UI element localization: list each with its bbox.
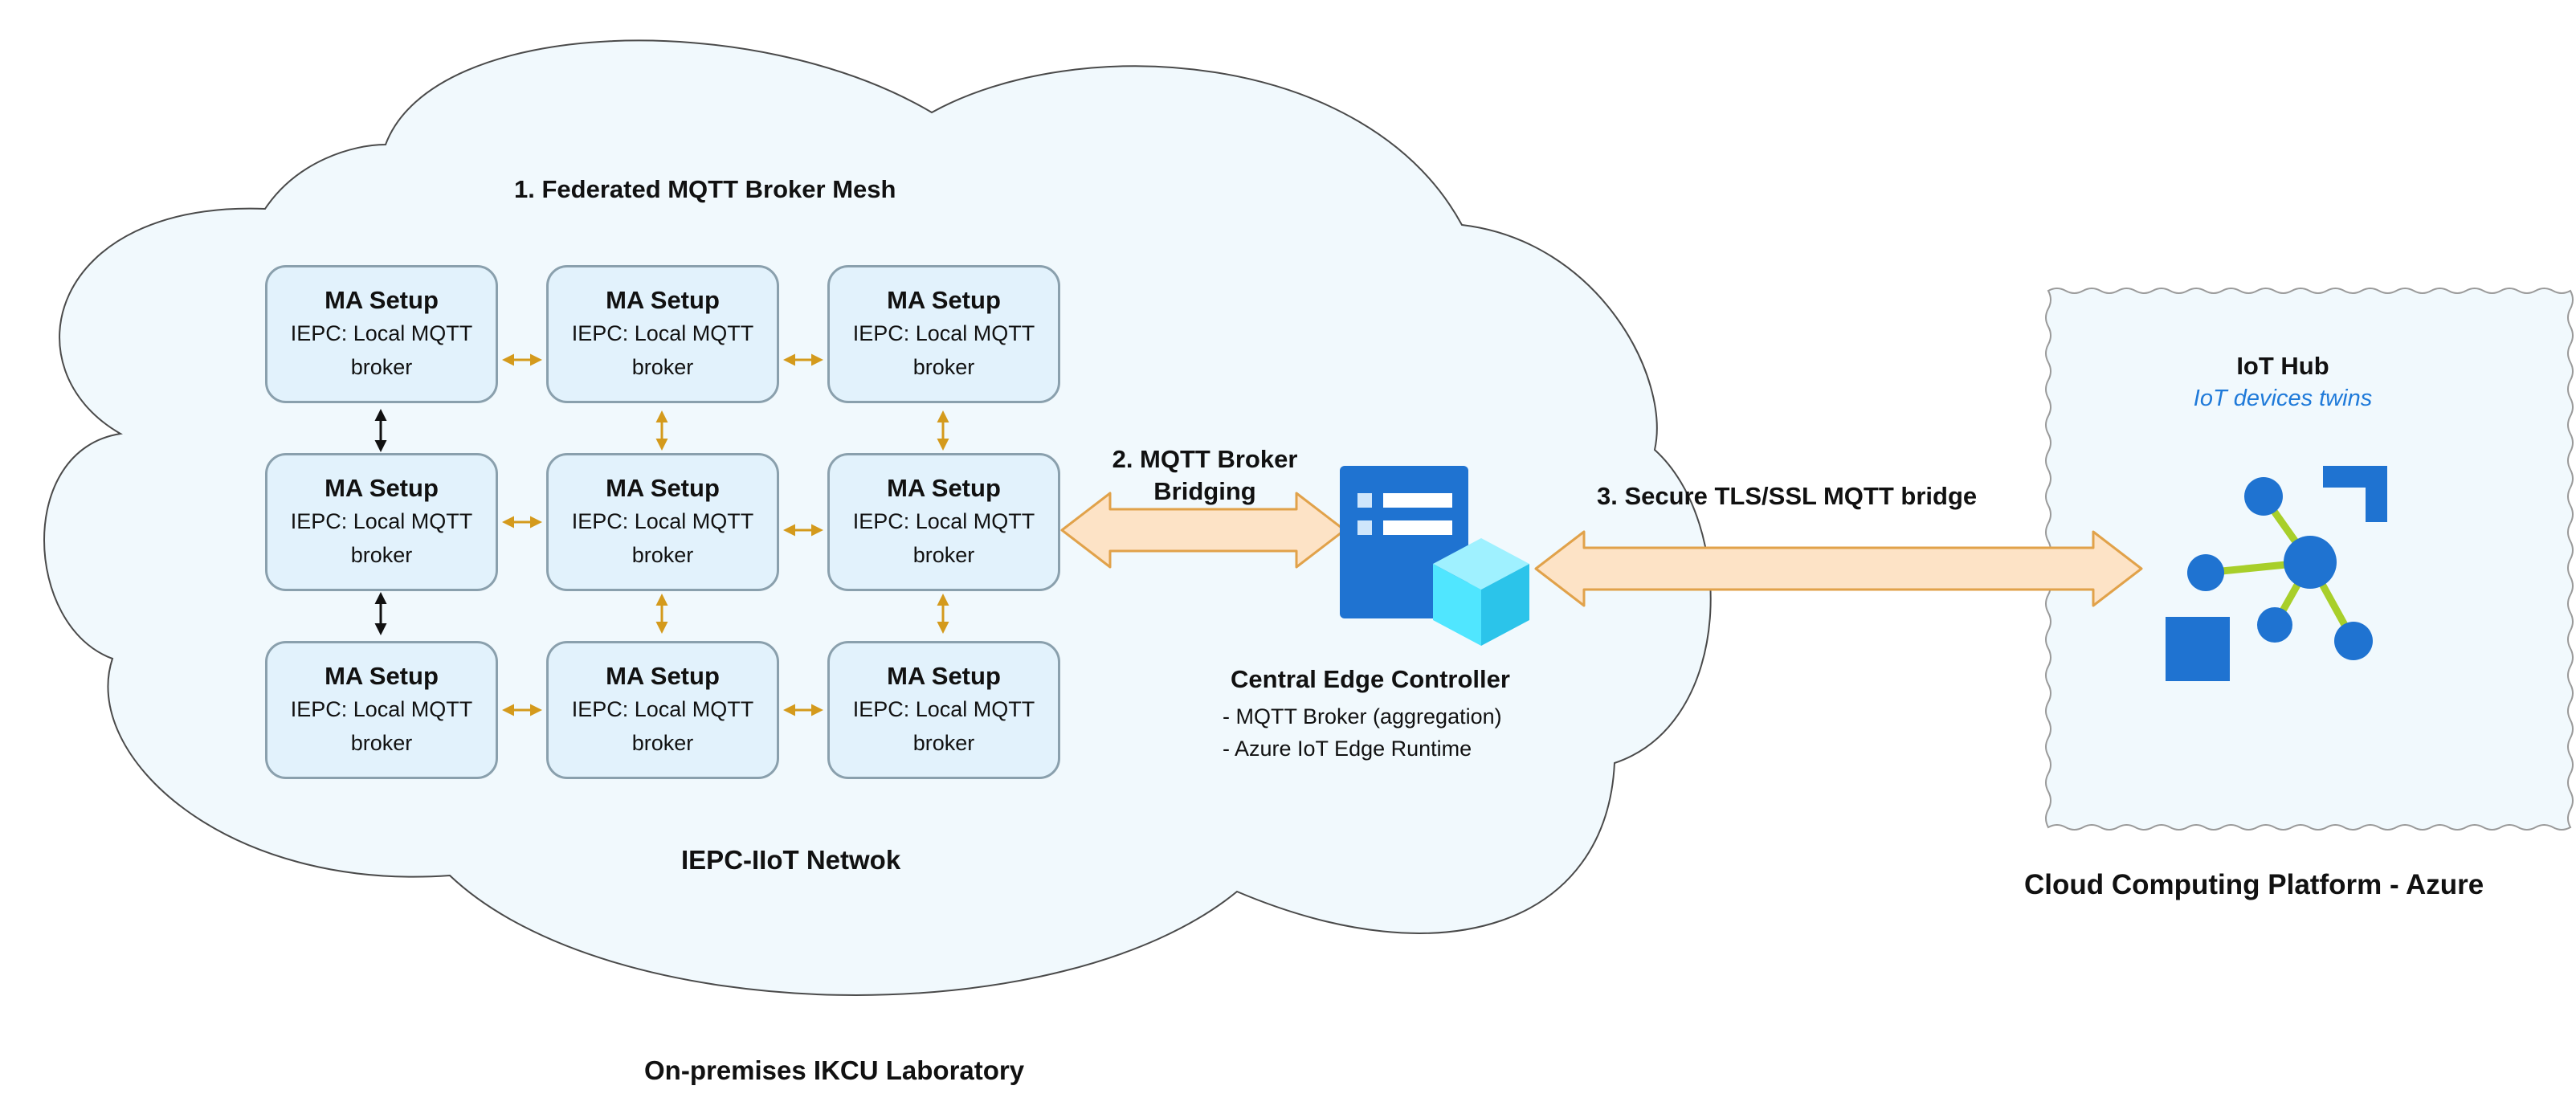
node-desc: IEPC: Local MQTT <box>571 509 754 533</box>
node-title: MA Setup <box>887 662 1001 690</box>
node-title: MA Setup <box>606 474 720 502</box>
node-title: MA Setup <box>606 662 720 690</box>
node-title: MA Setup <box>325 286 439 314</box>
node-desc: IEPC: Local MQTT <box>290 509 473 533</box>
broker-node[interactable]: MA Setup IEPC: Local MQTT broker <box>546 453 779 591</box>
node-title: MA Setup <box>325 662 439 690</box>
node-desc: broker <box>912 543 975 567</box>
broker-node[interactable]: MA Setup IEPC: Local MQTT broker <box>546 641 779 779</box>
bridging-label-line1: 2. MQTT Broker <box>1112 445 1298 473</box>
secure-bridge-label: 3. Secure TLS/SSL MQTT bridge <box>1597 482 1978 510</box>
node-desc: IEPC: Local MQTT <box>852 509 1035 533</box>
controller-title: Central Edge Controller <box>1231 665 1510 693</box>
mesh-title: 1. Federated MQTT Broker Mesh <box>514 175 896 203</box>
node-desc: broker <box>631 543 694 567</box>
broker-node[interactable]: MA Setup IEPC: Local MQTT broker <box>546 265 779 403</box>
broker-node[interactable]: MA Setup IEPC: Local MQTT broker <box>265 265 498 403</box>
node-title: MA Setup <box>887 286 1001 314</box>
iot-hub-title: IoT Hub <box>2236 352 2329 380</box>
platform-label: Cloud Computing Platform - Azure <box>2024 869 2484 900</box>
bridging-label-line2: Bridging <box>1153 477 1256 505</box>
node-desc: broker <box>631 731 694 755</box>
iot-hub-subtitle: IoT devices twins <box>2193 386 2373 411</box>
node-desc: broker <box>912 731 975 755</box>
node-desc: IEPC: Local MQTT <box>571 321 754 345</box>
node-title: MA Setup <box>606 286 720 314</box>
broker-node[interactable]: MA Setup IEPC: Local MQTT broker <box>827 641 1060 779</box>
node-desc: IEPC: Local MQTT <box>852 697 1035 721</box>
node-desc: broker <box>350 731 413 755</box>
controller-details: - MQTT Broker (aggregation) - Azure IoT … <box>1223 700 1502 765</box>
node-desc: broker <box>350 543 413 567</box>
node-desc: IEPC: Local MQTT <box>290 697 473 721</box>
node-desc: broker <box>912 355 975 379</box>
node-desc: broker <box>350 355 413 379</box>
network-label: IEPC-IIoT Netwok <box>681 845 901 875</box>
secure-bridge-arrow <box>1534 530 2143 607</box>
node-desc: IEPC: Local MQTT <box>290 321 473 345</box>
controller-detail-line: - Azure IoT Edge Runtime <box>1223 737 1472 761</box>
broker-node[interactable]: MA Setup IEPC: Local MQTT broker <box>265 641 498 779</box>
iot-hub-icon <box>2166 466 2387 681</box>
broker-node[interactable]: MA Setup IEPC: Local MQTT broker <box>265 453 498 591</box>
bridging-label: 2. MQTT Broker Bridging <box>1094 443 1316 508</box>
node-desc: IEPC: Local MQTT <box>571 697 754 721</box>
node-title: MA Setup <box>887 474 1001 502</box>
node-desc: broker <box>631 355 694 379</box>
controller-detail-line: - MQTT Broker (aggregation) <box>1223 704 1502 729</box>
server-edge-icon <box>1340 466 1529 646</box>
mesh-links <box>502 353 949 716</box>
footer-label: On-premises IKCU Laboratory <box>644 1055 1025 1085</box>
node-title: MA Setup <box>325 474 439 502</box>
broker-node[interactable]: MA Setup IEPC: Local MQTT broker <box>827 265 1060 403</box>
node-desc: IEPC: Local MQTT <box>852 321 1035 345</box>
broker-node[interactable]: MA Setup IEPC: Local MQTT broker <box>827 453 1060 591</box>
